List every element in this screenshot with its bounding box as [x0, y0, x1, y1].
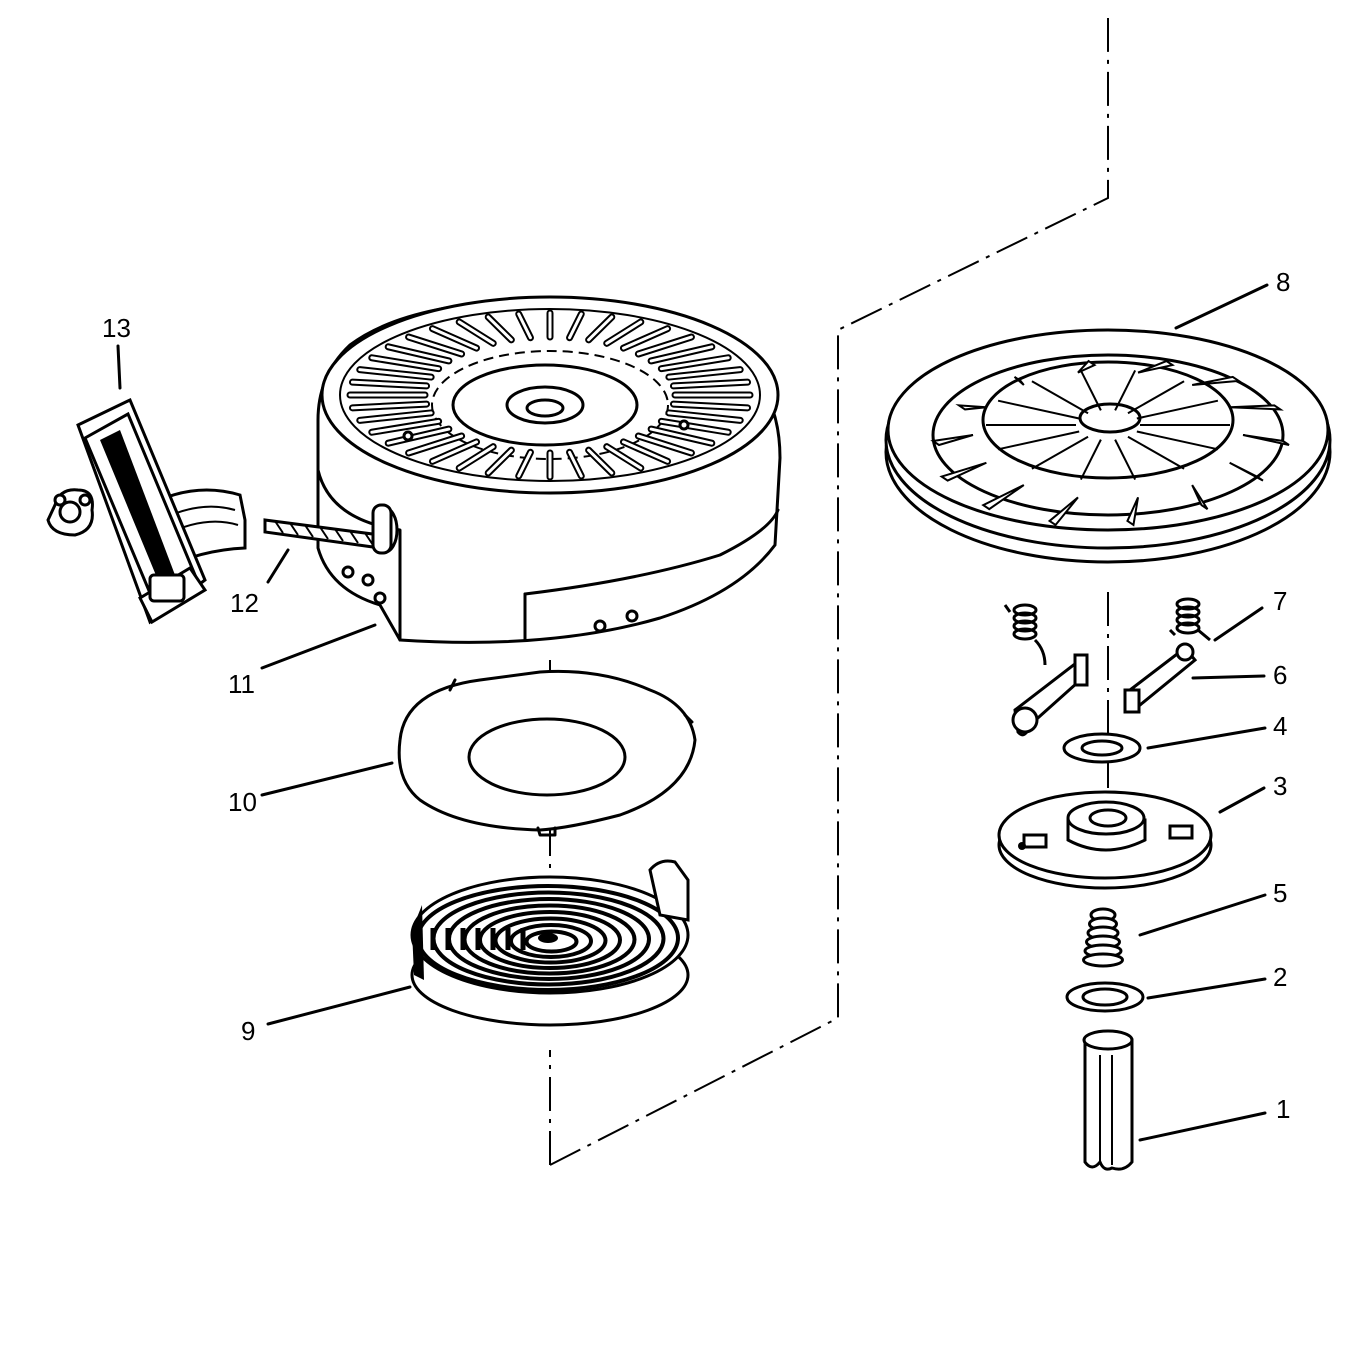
part-4-washer: [1062, 732, 1142, 764]
callout-9: 9: [241, 1016, 255, 1046]
callout-5: 5: [1273, 878, 1287, 908]
callout-10: 10: [228, 787, 257, 817]
part-2-washer: [1065, 981, 1145, 1013]
part-12-starter-rope: [263, 503, 399, 555]
handle-grip-detail-icon: [46, 488, 94, 537]
callout-11: 11: [228, 669, 255, 699]
callout-6: 6: [1273, 660, 1287, 690]
callout-2: 2: [1273, 962, 1287, 992]
part-1-retainer-pin: [1082, 1029, 1134, 1171]
part-7-pawl-springs: [1003, 597, 1211, 666]
callout-leaders: [116, 283, 1269, 1142]
callout-7: 7: [1273, 586, 1287, 616]
part-3-pawl-retainer: [997, 790, 1213, 890]
callout-12: 12: [230, 588, 259, 618]
callout-13: 13: [102, 313, 131, 343]
callout-4: 4: [1273, 711, 1287, 741]
part-10-cover-plate: [397, 669, 697, 837]
part-5-brake-spring: [1082, 907, 1124, 968]
part-11-starter-housing: [316, 295, 782, 644]
part-6-pawls: [1011, 642, 1198, 737]
part-9-recoil-spring: [410, 859, 690, 1027]
callout-8: 8: [1276, 267, 1290, 297]
callout-3: 3: [1273, 771, 1287, 801]
part-13-starter-handle: [76, 397, 247, 625]
callout-1: 1: [1276, 1094, 1290, 1124]
part-8-rope-pulley: [884, 328, 1332, 564]
